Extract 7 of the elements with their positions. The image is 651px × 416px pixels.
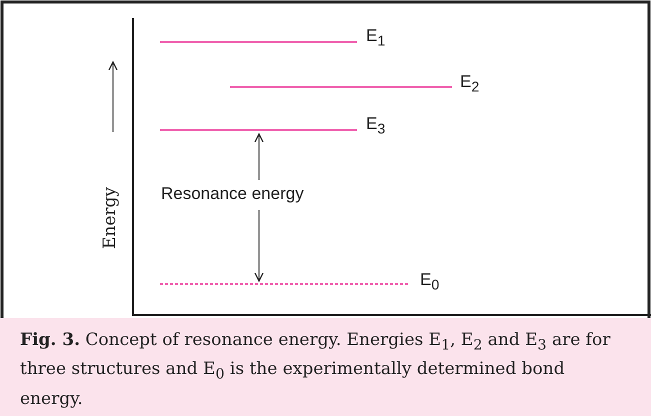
dimension-label: Resonance energy xyxy=(161,184,304,204)
level-label: E$_{0}$ xyxy=(420,270,440,294)
level-label: E$_{3}$ xyxy=(366,114,386,138)
figure-caption: Fig. 3. Concept of resonance energy. Energies E$_{1}$, E$_{2}$ and E$_{3}$ are for three structures and E$_{0}$ is the experimentally determined bond energy. xyxy=(0,318,651,416)
level-label: E$_{2}$ xyxy=(460,72,480,96)
level-label: E$_{1}$ xyxy=(366,26,386,50)
axis-label: Energy xyxy=(100,186,120,252)
